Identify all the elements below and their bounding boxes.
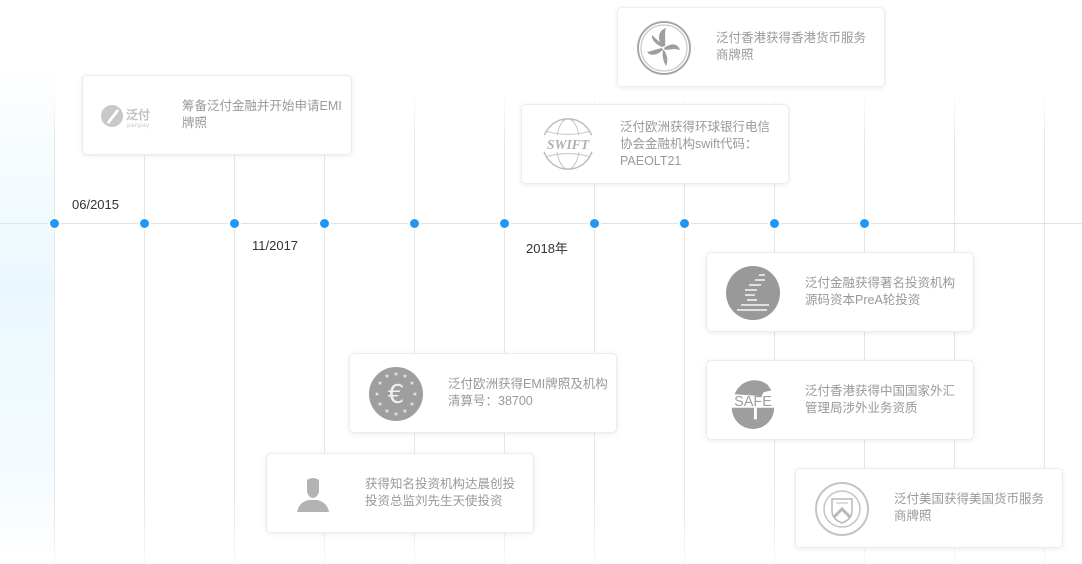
event-text: 泛付欧洲获得EMI牌照及机构清算号：38700 bbox=[448, 377, 608, 408]
timeline-node[interactable] bbox=[50, 219, 59, 228]
svg-text:★: ★ bbox=[384, 408, 389, 415]
event-card[interactable]: SAFE 泛付香港获得中国国家外汇管理局涉外业务资质 bbox=[706, 360, 974, 440]
svg-text:★: ★ bbox=[402, 408, 407, 415]
timeline-node[interactable] bbox=[770, 219, 779, 228]
date-label: 2018年 bbox=[526, 241, 568, 256]
swift-globe-icon: SWIFT bbox=[540, 116, 596, 172]
hong-kong-bauhinia-icon bbox=[636, 20, 692, 76]
timeline-node[interactable] bbox=[500, 219, 509, 228]
event-card[interactable]: SWIFT 泛付欧洲获得环球银行电信协会金融机构swift代码：PAEOLT21 bbox=[521, 104, 789, 184]
timeline-node[interactable] bbox=[590, 219, 599, 228]
event-card[interactable]: ★★★ ★★★ ★★★ ★★★ € 泛付欧洲获得EMI牌照及机构清算号：3870… bbox=[349, 353, 617, 433]
event-text: 泛付美国获得美国货币服务商牌照 bbox=[894, 492, 1045, 523]
svg-text:★: ★ bbox=[402, 373, 407, 380]
svg-text:★: ★ bbox=[374, 391, 379, 398]
svg-text:€: € bbox=[388, 380, 405, 410]
timeline-axis bbox=[0, 223, 1082, 224]
svg-text:★: ★ bbox=[412, 391, 417, 398]
event-text: 泛付金融获得著名投资机构源码资本PreA轮投资 bbox=[805, 276, 956, 307]
timeline-node[interactable] bbox=[410, 219, 419, 228]
timeline-node[interactable] bbox=[230, 219, 239, 228]
event-text: 筹备泛付金融并开始申请EMI牌照 bbox=[182, 99, 342, 130]
grid-line bbox=[684, 88, 685, 564]
svg-text:SWIFT: SWIFT bbox=[547, 137, 590, 152]
svg-text:SAFE: SAFE bbox=[734, 394, 772, 410]
grid-line bbox=[144, 88, 145, 564]
timeline-node[interactable] bbox=[680, 219, 689, 228]
svg-text:★: ★ bbox=[377, 401, 382, 408]
panpay-logo-icon: 泛付 panpay bbox=[99, 88, 163, 144]
event-text: 获得知名投资机构达晨创投投资总监刘先生天使投资 bbox=[365, 477, 516, 508]
date-label: 06/2015 bbox=[72, 197, 119, 212]
safe-icon: SAFE bbox=[725, 373, 781, 429]
event-text: 泛付香港获得香港货币服务商牌照 bbox=[716, 31, 867, 62]
event-card[interactable]: 泛付 panpay 筹备泛付金融并开始申请EMI牌照 bbox=[82, 75, 352, 155]
grid-line bbox=[324, 88, 325, 564]
event-card[interactable]: 泛付金融获得著名投资机构源码资本PreA轮投资 bbox=[706, 252, 974, 332]
timeline-node[interactable] bbox=[860, 219, 869, 228]
fincen-seal-icon bbox=[814, 481, 870, 537]
background-glow bbox=[0, 60, 55, 564]
svg-text:★: ★ bbox=[409, 380, 414, 387]
event-card[interactable]: 泛付香港获得香港货币服务商牌照 bbox=[617, 7, 885, 87]
svg-text:★: ★ bbox=[393, 411, 398, 418]
grid-line bbox=[414, 88, 415, 564]
date-label: 11/2017 bbox=[252, 238, 299, 253]
event-card[interactable]: 获得知名投资机构达晨创投投资总监刘先生天使投资 bbox=[266, 453, 534, 533]
svg-text:★: ★ bbox=[377, 380, 382, 387]
event-text: 泛付欧洲获得环球银行电信协会金融机构swift代码：PAEOLT21 bbox=[620, 119, 771, 168]
event-text: 泛付香港获得中国国家外汇管理局涉外业务资质 bbox=[805, 384, 956, 415]
timeline-node[interactable] bbox=[140, 219, 149, 228]
person-silhouette-icon bbox=[285, 466, 341, 522]
svg-text:★: ★ bbox=[393, 371, 398, 378]
euro-stars-icon: ★★★ ★★★ ★★★ ★★★ € bbox=[368, 366, 424, 422]
svg-text:panpay: panpay bbox=[127, 122, 150, 129]
timeline-node[interactable] bbox=[320, 219, 329, 228]
source-code-capital-icon bbox=[725, 265, 781, 321]
grid-line bbox=[504, 88, 505, 564]
svg-text:★: ★ bbox=[384, 373, 389, 380]
event-card[interactable]: 泛付美国获得美国货币服务商牌照 bbox=[795, 468, 1063, 548]
grid-line bbox=[54, 88, 55, 564]
svg-text:★: ★ bbox=[409, 401, 414, 408]
grid-line bbox=[594, 88, 595, 564]
svg-text:泛付: 泛付 bbox=[126, 107, 150, 122]
grid-line bbox=[234, 88, 235, 564]
grid-line bbox=[1044, 88, 1045, 564]
